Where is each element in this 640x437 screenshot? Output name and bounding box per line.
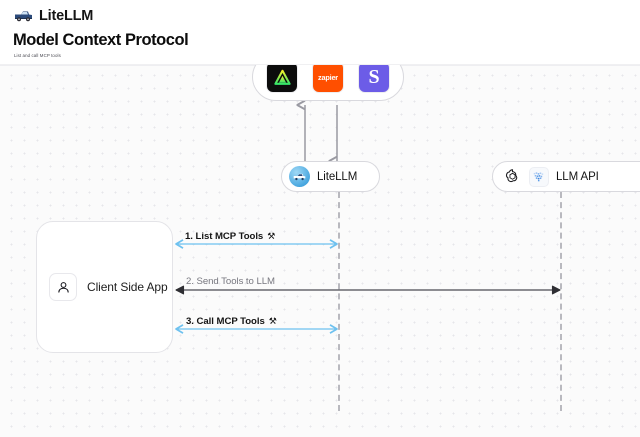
- node-client-side-app-label: Client Side App: [87, 280, 168, 294]
- message-1-label: 1. List MCP Tools ⚒: [185, 231, 275, 242]
- zapier-wordmark: zapier: [318, 72, 338, 82]
- gemini-icon: [529, 166, 549, 187]
- node-client-side-app[interactable]: Client Side App: [36, 221, 173, 353]
- openai-icon: [502, 166, 522, 187]
- litellm-truck-logo-icon: [14, 9, 33, 23]
- message-3-text: 3. Call MCP Tools: [186, 316, 265, 327]
- node-litellm[interactable]: LiteLLM: [281, 161, 380, 192]
- message-2-arrow: [175, 285, 561, 295]
- message-2-label: 2. Send Tools to LLM: [186, 276, 275, 287]
- node-llm-api[interactable]: LLM API: [492, 161, 640, 192]
- slack-icon[interactable]: S: [358, 65, 390, 93]
- lifeline-llm-api: [560, 192, 562, 411]
- brand-name: LiteLLM: [39, 7, 94, 24]
- tools-glyph-icon: ⚒: [267, 231, 276, 242]
- diagram-canvas: MCP Tools zapier S: [0, 64, 640, 437]
- page-subtitle: List and call MCP tools: [14, 53, 61, 58]
- tools-glyph-icon-2: ⚒: [268, 316, 277, 327]
- message-1-arrow: [175, 239, 338, 249]
- app-topbar: LiteLLM: [0, 0, 640, 31]
- page-title: Model Context Protocol: [13, 31, 189, 49]
- mcp-tools-group[interactable]: MCP Tools zapier S: [252, 65, 404, 101]
- message-3-arrow: [175, 324, 338, 334]
- slack-letter: S: [368, 65, 380, 88]
- zapier-icon[interactable]: zapier: [312, 65, 344, 93]
- node-llm-api-label: LLM API: [556, 170, 599, 183]
- message-1-text: 1. List MCP Tools: [185, 231, 264, 242]
- message-2-text: 2. Send Tools to LLM: [186, 276, 275, 287]
- brand[interactable]: LiteLLM: [14, 8, 93, 24]
- user-icon: [49, 273, 77, 301]
- lifeline-litellm: [338, 192, 340, 411]
- litellm-badge-icon: [289, 166, 310, 187]
- mcp-updown-arrows: [300, 101, 338, 163]
- node-litellm-label: LiteLLM: [317, 170, 358, 183]
- message-3-label: 3. Call MCP Tools ⚒: [186, 316, 277, 327]
- triangle-app-icon[interactable]: [266, 65, 298, 93]
